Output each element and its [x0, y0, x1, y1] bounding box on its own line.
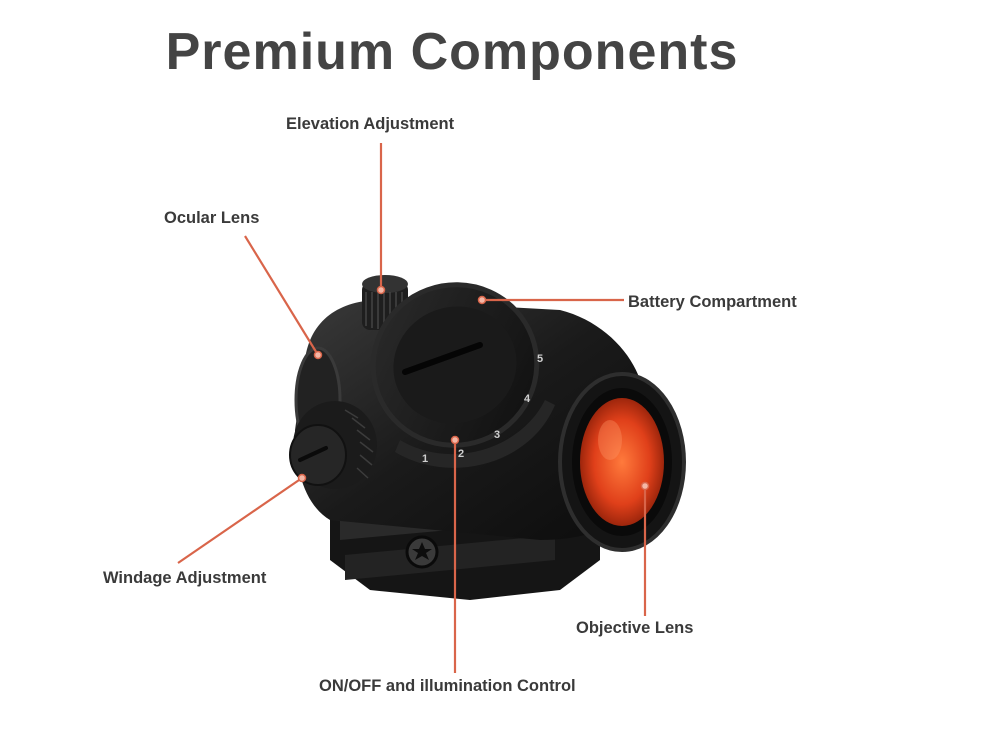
page-title: Premium Components: [165, 23, 739, 81]
leader-dot-battery: [477, 295, 487, 305]
cap-slot: [402, 342, 483, 375]
dial-number-2: 2: [458, 448, 464, 460]
dial-number-3: 3: [494, 429, 500, 441]
dial-number-4: 4: [524, 393, 531, 405]
dial-number-1: 1: [422, 453, 428, 465]
leader-dot-ocular: [313, 350, 323, 360]
leader-lines: [177, 143, 647, 673]
illumination-dial: [395, 400, 555, 468]
leader-dot-elevation: [376, 285, 386, 295]
dial-number-5: 5: [537, 353, 543, 365]
label-objective-lens: Objective Lens: [576, 619, 694, 637]
leader-ocular: [244, 235, 319, 356]
leader-dot-objective: [640, 481, 650, 491]
leader-dot-onoff: [450, 435, 460, 445]
label-battery-compartment: Battery Compartment: [628, 293, 797, 311]
label-onoff-illumination: ON/OFF and illumination Control: [319, 677, 576, 695]
label-windage-adjustment: Windage Adjustment: [103, 569, 267, 587]
label-elevation-adjustment: Elevation Adjustment: [286, 115, 455, 133]
label-ocular-lens: Ocular Lens: [164, 209, 260, 227]
leader-dot-windage: [297, 473, 307, 483]
objective-lens-glass: [580, 398, 664, 526]
leader-windage: [177, 477, 303, 564]
